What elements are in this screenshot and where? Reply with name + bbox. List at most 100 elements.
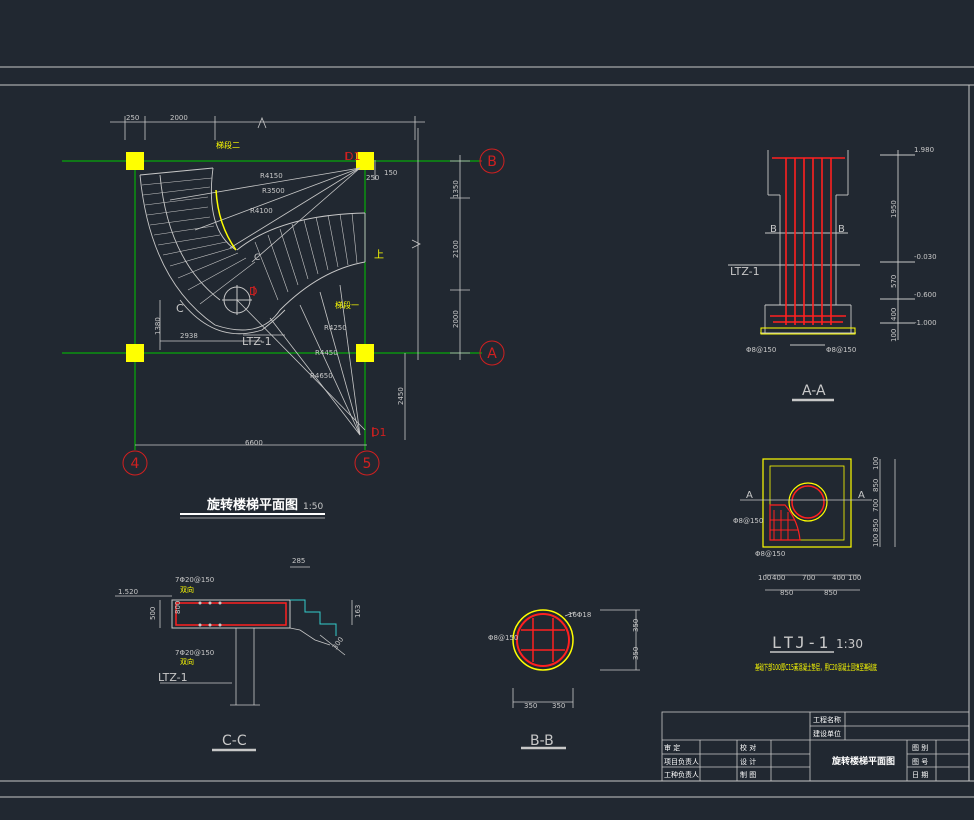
dim-right-1350: 1350 — [452, 180, 460, 198]
label-section-c-2: C — [254, 253, 260, 263]
section-bb: 16Φ18 Φ8@150 350 350 350 350 B-B — [488, 609, 640, 750]
cc-stair-profile — [290, 599, 337, 636]
dim-small-150: 150 — [384, 169, 397, 177]
plan-columns — [126, 152, 374, 362]
ltj-dim-r-4: 850 — [872, 519, 880, 532]
label-d: D — [249, 285, 257, 298]
aa-level-2: -0.030 — [914, 253, 937, 261]
cc-dim-top: 285 — [292, 557, 305, 565]
ltj-scale: 1:30 — [836, 637, 863, 651]
aa-dim-570: 570 — [890, 275, 898, 288]
ltj-dim-r-5: 100 — [872, 534, 880, 547]
cc-top-rebar: 7Φ20@150 — [175, 576, 214, 584]
cc-level: 1.520 — [118, 588, 138, 596]
flight-2-edge — [215, 189, 237, 251]
ltj-dim-r-3: 700 — [872, 499, 880, 512]
label-d1-bottom: D1 — [371, 426, 386, 439]
aa-rebar-right: Φ8@150 — [826, 346, 856, 354]
ltj-dim-b-3: 700 — [802, 574, 815, 582]
bb-dim-v-1: 350 — [632, 619, 640, 632]
bb-column-outline — [512, 609, 574, 671]
section-aa: B B LTZ-1 Φ8@150 Φ8@150 1.980 -0.030 -0.… — [728, 146, 937, 402]
ltj-dim-b2-1: 850 — [780, 589, 793, 597]
aa-dim-400: 400 — [890, 308, 898, 321]
cc-bot-note: 双向 — [180, 657, 194, 666]
tb-sub-label: 建设单位 — [813, 729, 841, 738]
label-flight-2: 梯段二 — [216, 140, 240, 150]
dim-small-250: 250 — [366, 174, 379, 182]
stair-plan: B A 4 5 — [62, 114, 505, 519]
ltj-column-rebar — [791, 485, 825, 519]
tb-r2-c3: 图 号 — [912, 758, 928, 766]
dim-right-2100: 2100 — [452, 240, 460, 258]
cc-beam-rebar — [175, 602, 287, 626]
tb-r1-c1: 审 定 — [664, 743, 680, 752]
ltj-dim-b2-2: 850 — [824, 589, 837, 597]
tb-project-label: 工程名称 — [813, 715, 841, 724]
cc-dim-left: 500 — [149, 607, 157, 620]
ltj-dim-b-5: 100 — [848, 574, 861, 582]
aa-footing-pad — [760, 327, 856, 335]
ltj-dim-b-4: 400 — [832, 574, 845, 582]
aa-dim-1950: 1950 — [890, 200, 898, 218]
title-block: 工程名称 建设单位 审 定 校 对 图 别 项目负责人 设 计 图 号 工种负责… — [661, 711, 970, 782]
tb-r3-c1: 工种负责人 — [664, 770, 699, 779]
tb-r1-c2: 校 对 — [740, 743, 756, 752]
aa-label-ltz: LTZ-1 — [730, 265, 760, 278]
cc-label-ltz: LTZ-1 — [158, 671, 188, 684]
dim-left-1380: 1380 — [154, 317, 162, 335]
cc-dim-left2: 800 — [174, 601, 182, 614]
tb-r3-c2: 制 图 — [740, 770, 756, 779]
dim-bottom-6600: 6600 — [245, 439, 263, 447]
label-up: 上 — [374, 249, 384, 261]
label-section-c: C — [176, 302, 184, 315]
radius-r4150: R4150 — [260, 172, 283, 180]
radius-r4650: R4650 — [310, 372, 333, 380]
radius-r3500: R3500 — [262, 187, 285, 195]
dim-lower-right-2450: 2450 — [397, 387, 405, 405]
bb-dim-v-2: 350 — [632, 647, 640, 660]
ltj-label-a-right: A — [858, 490, 865, 501]
cc-dim-stair: 300 — [331, 636, 345, 652]
aa-level-4: -1.000 — [914, 319, 937, 327]
tb-r2-c2: 设 计 — [740, 757, 756, 766]
ltj-dim-b-2: 400 — [772, 574, 785, 582]
aa-label-b-right: B — [838, 224, 845, 235]
radius-r4100: R4100 — [250, 207, 273, 215]
bb-spiral-rebar — [516, 613, 570, 667]
tb-r3-c3: 日 期 — [912, 771, 928, 779]
ltj-rebar-2: Φ8@150 — [755, 550, 785, 558]
label-flight-1: 梯段一 — [335, 300, 359, 310]
ltj-title: LTJ-1 — [772, 633, 830, 652]
cc-top-note: 双向 — [180, 585, 194, 594]
plan-dimension-lines — [110, 116, 470, 446]
section-cc: 1.520 7Φ20@150 7Φ20@150 285 500 800 163 … — [115, 557, 362, 752]
ltj-label-a-left: A — [746, 490, 753, 501]
cc-bot-rebar: 7Φ20@150 — [175, 649, 214, 657]
aa-level-3: -0.600 — [914, 291, 937, 299]
dim-right-2000: 2000 — [452, 310, 460, 328]
stair-flight-1 — [214, 212, 366, 331]
tb-drawing-title: 旋转楼梯平面图 — [831, 755, 895, 767]
axis-bubble-5 — [354, 450, 380, 476]
radius-r4250: R4250 — [324, 324, 347, 332]
axis-bubble-a — [479, 340, 505, 366]
axis-label-4: 4 — [131, 456, 140, 472]
aa-level-1: 1.980 — [914, 146, 934, 154]
ltj-note: 基础下部100厚C15素混凝土垫层，用C20混凝土回填至基础底 — [755, 662, 877, 672]
cc-dim-right: 163 — [354, 605, 362, 618]
aa-dim-100: 100 — [890, 329, 898, 342]
radius-lines — [169, 167, 366, 436]
drawing-frame — [0, 66, 974, 798]
dim-top-250: 250 — [126, 114, 139, 122]
plan-scale: 1:50 — [303, 502, 323, 512]
cc-title: C-C — [222, 733, 247, 749]
axis-label-b: B — [487, 154, 497, 170]
ltj-column-outline — [788, 482, 828, 522]
ltj-rebar-detail — [769, 504, 801, 541]
central-column — [222, 285, 252, 315]
cc-beam — [171, 599, 291, 629]
axis-label-5: 5 — [363, 456, 372, 472]
tb-r2-c1: 项目负责人 — [664, 757, 699, 766]
label-ltz-plan: LTZ-1 — [242, 335, 272, 348]
